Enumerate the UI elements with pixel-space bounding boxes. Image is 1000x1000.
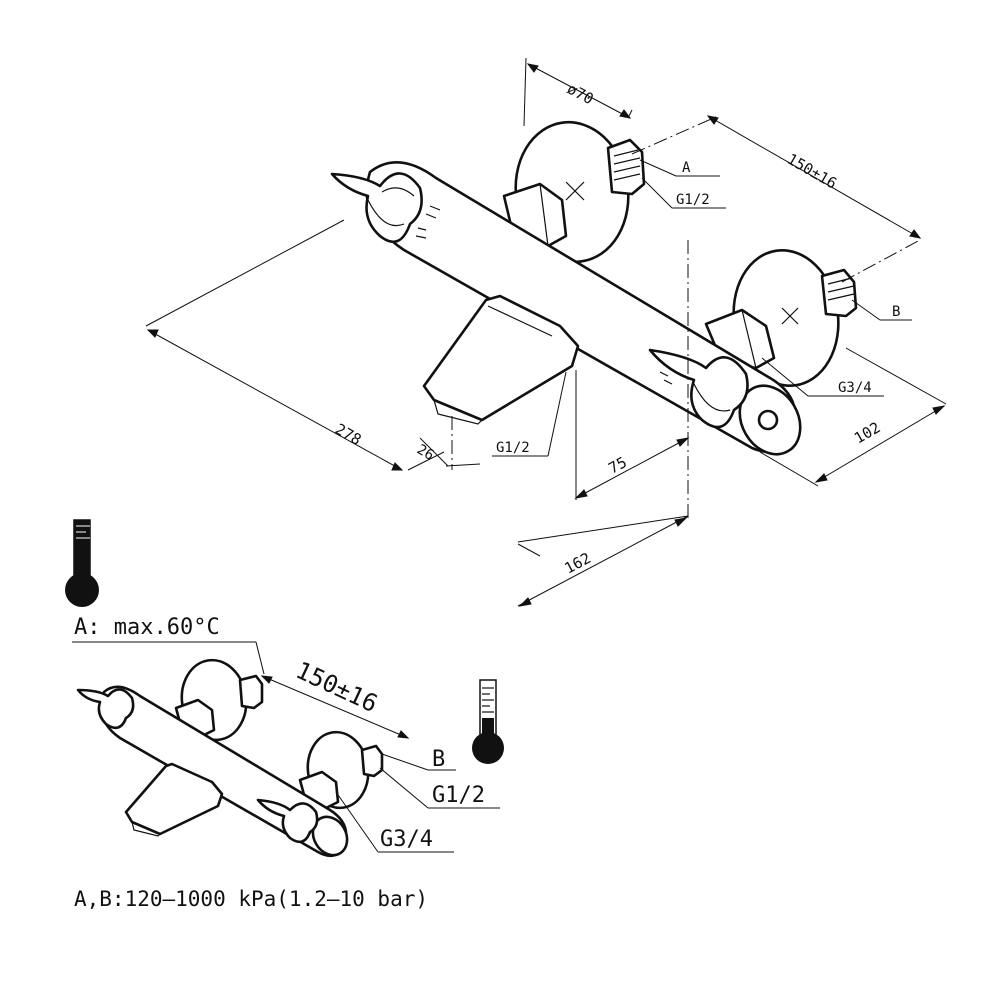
dim-length-label: 278 [332, 420, 364, 449]
dim-depth-total-label: 162 [561, 549, 593, 578]
handle-right [648, 348, 749, 429]
dim-diameter-label: ø70 [564, 80, 596, 109]
outlet-thread-label: G3/4 [838, 380, 872, 396]
dim-depth-spout-label: 75 [605, 453, 629, 477]
small-outlet-thread-label: G3/4 [380, 827, 433, 852]
thermometer-cold-icon [472, 679, 504, 764]
dim-wall-label: 102 [851, 418, 883, 447]
inlet-a-label: A [682, 160, 691, 176]
scale-marks [415, 205, 673, 385]
inlet-a-thread-label: G1/2 [676, 192, 710, 208]
main-view: ø70 150±16 A G1/2 B G3/4 278 26 [145, 57, 947, 607]
spout-thread-label: G1/2 [496, 440, 530, 456]
pressure-note: A,B:120–1000 kPa(1.2–10 bar) [74, 887, 428, 911]
small-inlet-thread-label: G1/2 [432, 783, 485, 808]
handle-left [330, 172, 423, 244]
inlet-b-label: B [892, 304, 900, 320]
small-inlet-b-label: B [432, 747, 445, 772]
dim-spacing-label: 150±16 [784, 150, 840, 193]
small-view: A: max.60°C 150±16 B G1/2 [72, 615, 500, 858]
temp-note: A: max.60°C [74, 615, 220, 640]
dim-spout-height-label: 26 [414, 442, 437, 464]
small-dim-spacing-label: 150±16 [291, 656, 381, 718]
thermometer-hot-icon [65, 519, 99, 607]
